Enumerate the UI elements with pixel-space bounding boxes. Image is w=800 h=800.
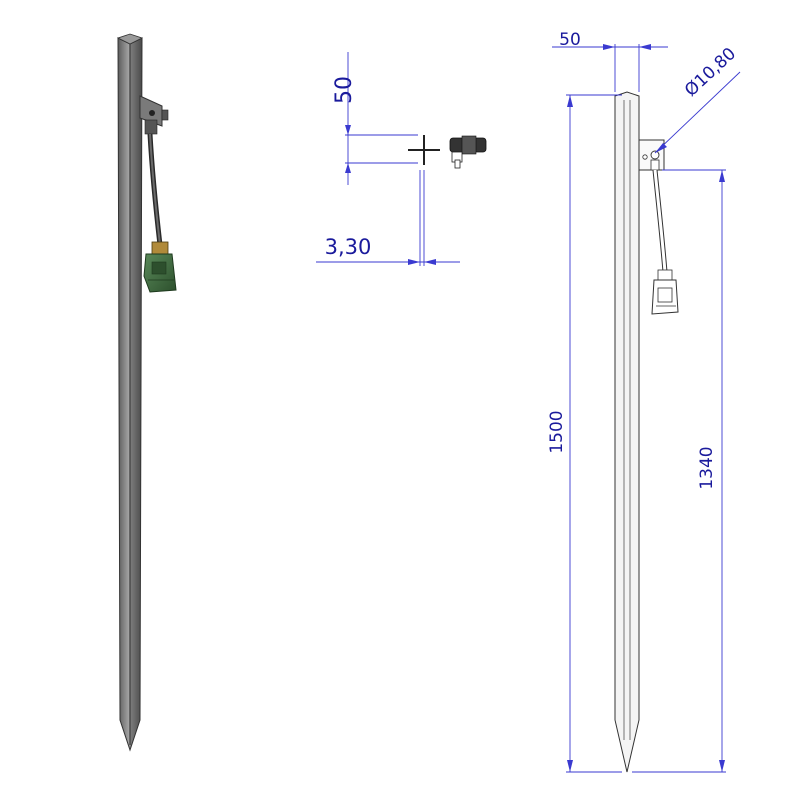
isometric-view bbox=[116, 33, 177, 752]
top-view: 50 3,30 bbox=[316, 52, 487, 266]
front-connector bbox=[651, 269, 679, 315]
dim-total-length: 1500 bbox=[547, 94, 622, 773]
front-stake-body bbox=[614, 91, 640, 773]
dim-hole-diameter: Ø10,80 bbox=[654, 44, 741, 154]
dim-hole-to-tip-label: 1340 bbox=[697, 446, 717, 489]
dim-front-width: 50 bbox=[552, 30, 668, 92]
dim-total-length-label: 1500 bbox=[547, 410, 567, 453]
dim-front-width-label: 50 bbox=[559, 30, 581, 50]
dim-hole-diameter-label: Ø10,80 bbox=[681, 44, 740, 101]
dim-top-thickness-label: 3,30 bbox=[325, 235, 372, 259]
iso-brass-nut bbox=[151, 241, 169, 255]
dim-top-offset: 50 bbox=[332, 52, 418, 185]
dim-top-offset-label: 50 bbox=[332, 76, 357, 104]
dim-hole-to-tip: 1340 bbox=[632, 169, 726, 773]
iso-connector bbox=[143, 253, 177, 293]
front-view: 50 Ø10,80 1500 1340 bbox=[547, 30, 741, 773]
dim-top-thickness: 3,30 bbox=[316, 170, 460, 266]
